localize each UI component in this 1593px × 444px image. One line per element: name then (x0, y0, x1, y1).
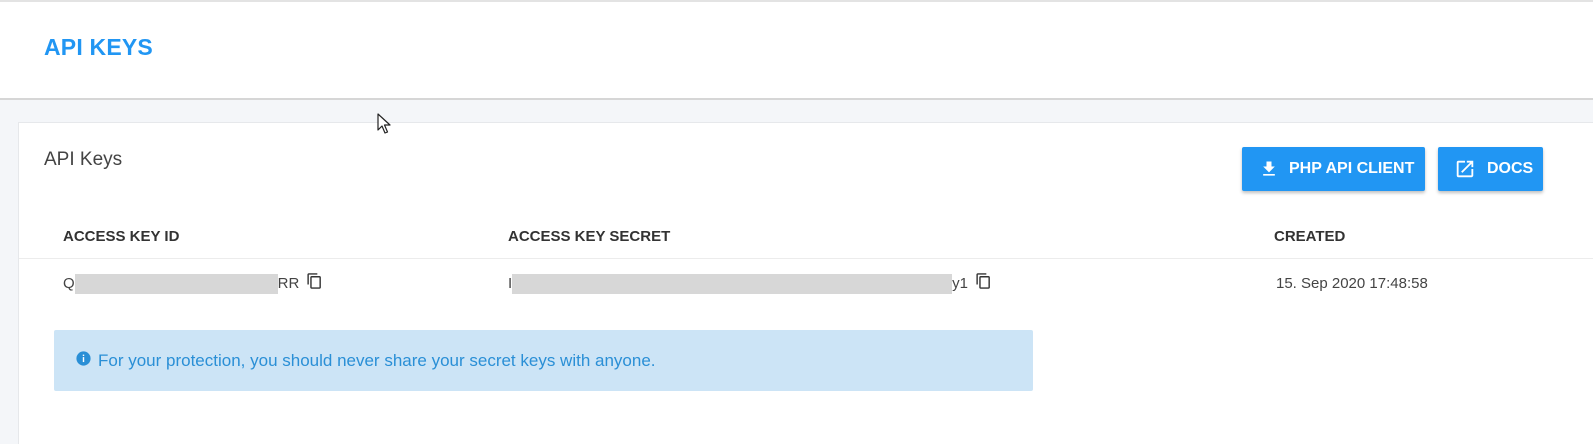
column-header-access-key-secret: ACCESS KEY SECRET (508, 228, 671, 245)
table-divider (19, 258, 1593, 259)
column-header-created: CREATED (1274, 228, 1346, 245)
docs-button[interactable]: DOCS (1438, 147, 1543, 191)
copy-access-key-id-icon[interactable] (306, 272, 323, 294)
redacted-access-key-id (74, 274, 278, 294)
created-cell: 15. Sep 2020 17:48:58 (1276, 274, 1428, 292)
access-key-secret-end: y1 (952, 274, 969, 292)
php-api-client-label: PHP API CLIENT (1289, 160, 1415, 177)
info-icon (75, 350, 92, 372)
security-alert: For your protection, you should never sh… (54, 330, 1033, 391)
docs-label: DOCS (1487, 160, 1534, 177)
card-title: API Keys (44, 149, 123, 170)
access-key-secret-start: I (508, 274, 513, 292)
download-icon (1259, 159, 1279, 179)
access-key-id-cell: Q RR (63, 272, 323, 294)
access-key-id-start: Q (63, 274, 75, 292)
api-keys-card: API Keys PHP API CLIENT DOCS ACCESS KEY … (18, 122, 1593, 444)
mouse-cursor (377, 113, 391, 140)
redacted-access-key-secret (512, 274, 953, 294)
access-key-secret-cell: I y1 (508, 272, 992, 294)
top-bar: API KEYS (0, 0, 1593, 100)
php-api-client-button[interactable]: PHP API CLIENT (1242, 147, 1425, 191)
open-in-new-icon (1454, 158, 1476, 180)
access-key-id-end: RR (277, 274, 300, 292)
copy-access-key-secret-icon[interactable] (975, 272, 992, 294)
column-header-access-key-id: ACCESS KEY ID (63, 228, 180, 245)
alert-text: For your protection, you should never sh… (98, 350, 656, 370)
page-title: API KEYS (44, 34, 153, 60)
